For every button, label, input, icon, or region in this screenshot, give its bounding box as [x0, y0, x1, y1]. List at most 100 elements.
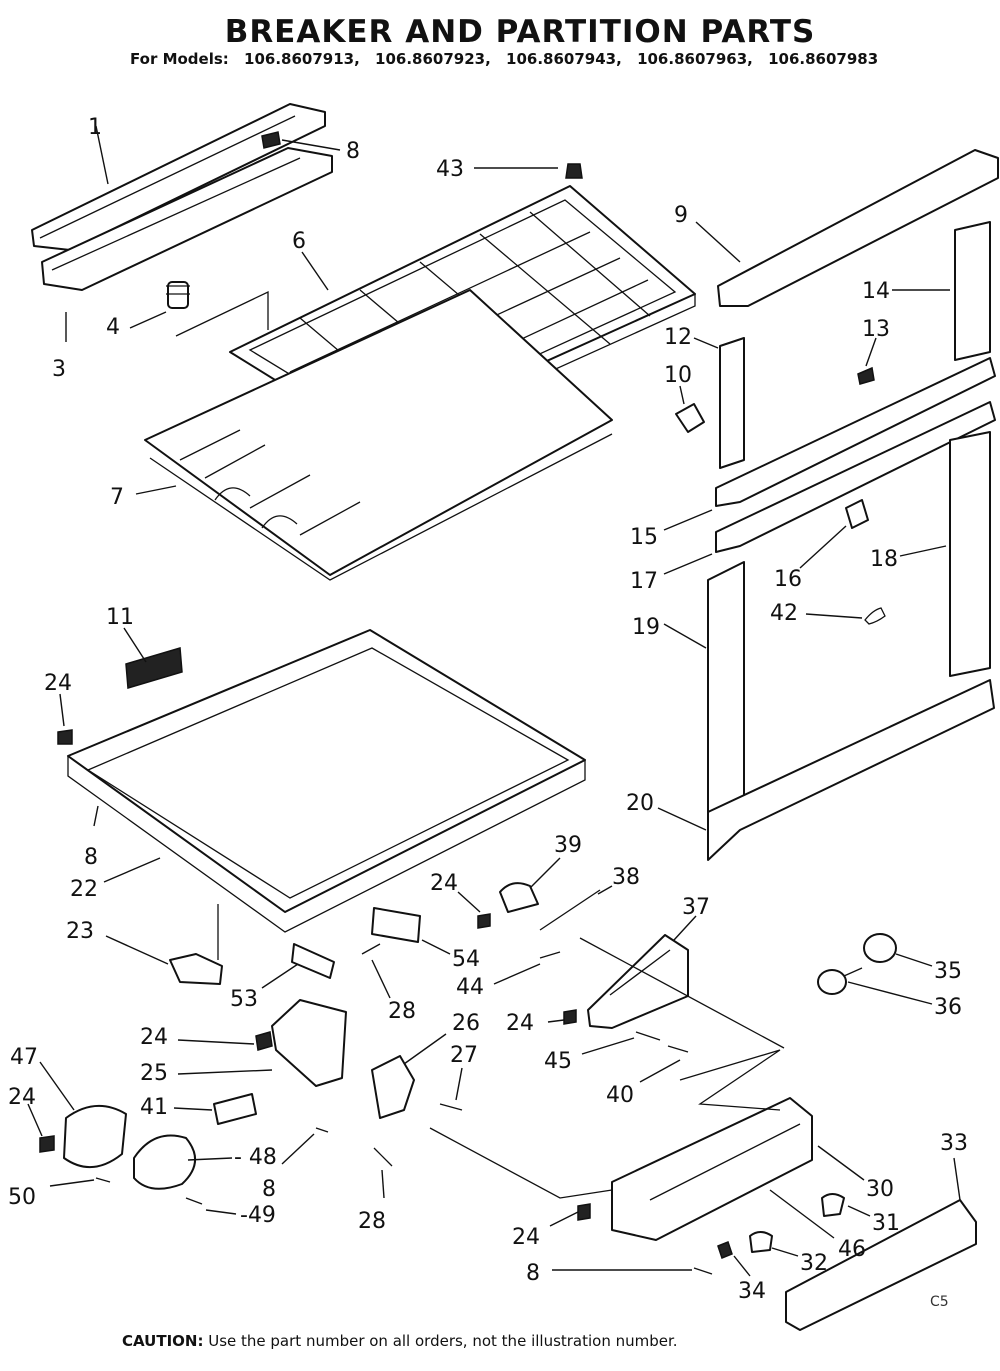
- part-17-divider: [715, 401, 996, 553]
- leader-line: [457, 891, 481, 913]
- callout-24: 24: [506, 1011, 534, 1036]
- leader-line: [817, 1145, 865, 1181]
- leader-line: [59, 693, 65, 727]
- part-18-side-strip: [949, 431, 991, 677]
- callout-24: 24: [44, 671, 72, 696]
- callout-35: 35: [934, 959, 962, 984]
- part-24-screw: [57, 729, 73, 745]
- leader-line: [657, 807, 707, 831]
- part-36-bulb: [817, 967, 863, 995]
- leader-line: [895, 953, 933, 967]
- leader-line: [493, 963, 541, 985]
- leader-line: [549, 1211, 579, 1227]
- part-40-screw: [667, 1045, 689, 1053]
- callout-42: 42: [770, 601, 798, 626]
- part-10-bracket: [675, 403, 705, 433]
- part-35-bulb: [863, 933, 897, 963]
- callout-18: 18: [870, 547, 898, 572]
- callout-24: 24: [8, 1085, 36, 1110]
- leader-line: [693, 337, 719, 349]
- callout-38: 38: [612, 865, 640, 890]
- part-24-screw: [563, 1009, 577, 1025]
- leader-line: [281, 139, 341, 151]
- part-22-partition-panel: [67, 629, 586, 933]
- callout-9: 9: [674, 203, 688, 228]
- part-16-mount: [845, 499, 869, 529]
- callout-3: 3: [52, 357, 66, 382]
- callouts: 1 8 3 4 6 7 43 9 14 13 12 10 15: [8, 115, 968, 1304]
- callout-53: 53: [230, 987, 258, 1012]
- leader-line: [95, 125, 109, 185]
- part-14-side-trim: [954, 221, 991, 361]
- leader-line: [455, 1067, 463, 1101]
- page-title: BREAKER AND PARTITION PARTS: [224, 14, 816, 50]
- callout-47: 47: [10, 1045, 38, 1070]
- callout-24: 24: [140, 1025, 168, 1050]
- callout-28: 28: [358, 1209, 386, 1234]
- model-number: 106.8607913,: [244, 50, 360, 68]
- leader-line: [547, 1019, 565, 1023]
- part-39-housing: [499, 882, 539, 913]
- callout-7: 7: [110, 485, 124, 510]
- models-prefix: For Models:: [130, 50, 229, 68]
- callout-8: 8: [84, 845, 98, 870]
- leader-line: [581, 1037, 635, 1055]
- leader-line: [529, 857, 561, 889]
- leader-line: [663, 623, 707, 649]
- part-44-screw: [539, 951, 561, 959]
- part-8-screw: [693, 1267, 713, 1275]
- part-11-vent: [125, 647, 183, 689]
- model-list: For Models: 106.8607913, 106.8607923, 10…: [130, 50, 888, 68]
- leader-line: [177, 1039, 255, 1045]
- caution-text: Use the part number on all orders, not t…: [208, 1332, 678, 1350]
- part-43-screw: [565, 163, 583, 179]
- part-24-screw: [477, 913, 491, 929]
- part-19-side-strip: [707, 561, 745, 829]
- leader-line: [39, 1061, 75, 1111]
- callout-28: 28: [388, 999, 416, 1024]
- leader-line: [105, 935, 169, 965]
- part-48-cover: [133, 1134, 196, 1190]
- part-23-bracket: [169, 953, 223, 985]
- leader-line: [173, 1107, 213, 1111]
- caution-label: CAUTION:: [122, 1332, 204, 1350]
- leader-line: [103, 857, 161, 883]
- callout-39: 39: [554, 833, 582, 858]
- callout-43: 43: [436, 157, 464, 182]
- callout-17: 17: [630, 569, 658, 594]
- leader-line: [403, 1033, 447, 1065]
- part-20-bottom-rail: [707, 679, 995, 861]
- callout-31: 31: [872, 1211, 900, 1236]
- part-30-control-panel: [611, 1097, 813, 1241]
- part-7-breaker-tray: [144, 289, 613, 581]
- leader-line: [679, 385, 685, 405]
- callout-40: 40: [606, 1083, 634, 1108]
- callout-22: 22: [70, 877, 98, 902]
- callout-1: 1: [88, 115, 102, 140]
- part-28-screw: [361, 943, 381, 955]
- part-4-fastener: [166, 281, 190, 309]
- part-15-rail: [715, 357, 996, 507]
- callout-26: 26: [452, 1011, 480, 1036]
- callout-15: 15: [630, 525, 658, 550]
- leader-line: [261, 963, 299, 989]
- leader-line: [49, 1179, 95, 1187]
- part-24-screw: [577, 1203, 591, 1221]
- leader-line: [123, 627, 147, 663]
- callout-34: 34: [738, 1279, 766, 1304]
- part-28-screw: [373, 1147, 393, 1167]
- part-50-screw: [95, 1177, 111, 1183]
- callout-12: 12: [664, 325, 692, 350]
- callout-30: 30: [866, 1177, 894, 1202]
- part-38-wire: [539, 889, 601, 931]
- leader-line: [663, 553, 713, 575]
- callout-8: 8: [346, 139, 360, 164]
- leader-line: [695, 221, 741, 263]
- part-34-knob: [717, 1241, 733, 1259]
- callout-49: -49: [240, 1203, 276, 1228]
- leader-line: [281, 1133, 315, 1165]
- leader-line: [733, 1255, 751, 1277]
- leader-line: [899, 545, 947, 557]
- caution-note: CAUTION: Use the part number on all orde…: [122, 1332, 678, 1350]
